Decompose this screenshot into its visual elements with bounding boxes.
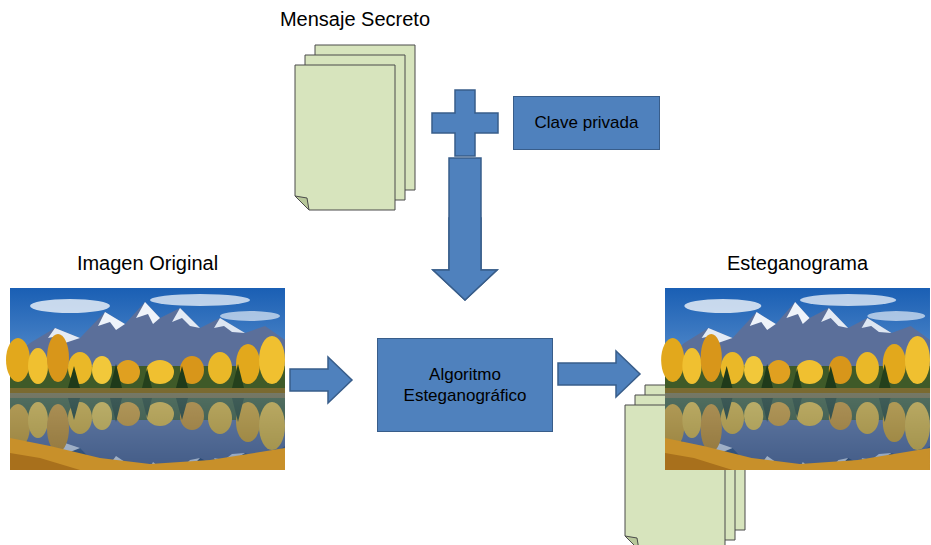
heading-label: Mensaje Secreto bbox=[280, 8, 430, 31]
block-arrow bbox=[558, 351, 640, 397]
document-stack-node: Mensaje Secreto bbox=[295, 45, 415, 210]
plus-sign bbox=[432, 90, 498, 156]
image-node: Imagen Original bbox=[10, 288, 285, 470]
process-box: Algoritmo Esteganográfico bbox=[377, 338, 553, 432]
box-label: Clave privada bbox=[535, 112, 639, 133]
process-box: Clave privada bbox=[513, 96, 660, 150]
landscape-image bbox=[661, 288, 930, 484]
heading-label: Esteganograma bbox=[727, 252, 868, 275]
landscape-image bbox=[6, 288, 285, 484]
document-stack bbox=[295, 45, 415, 210]
image-node: Esteganograma bbox=[665, 288, 930, 470]
heading-label: Imagen Original bbox=[77, 252, 218, 275]
box-label: Algoritmo Esteganográfico bbox=[386, 364, 544, 407]
block-arrow bbox=[433, 158, 497, 300]
block-arrow bbox=[290, 357, 352, 403]
